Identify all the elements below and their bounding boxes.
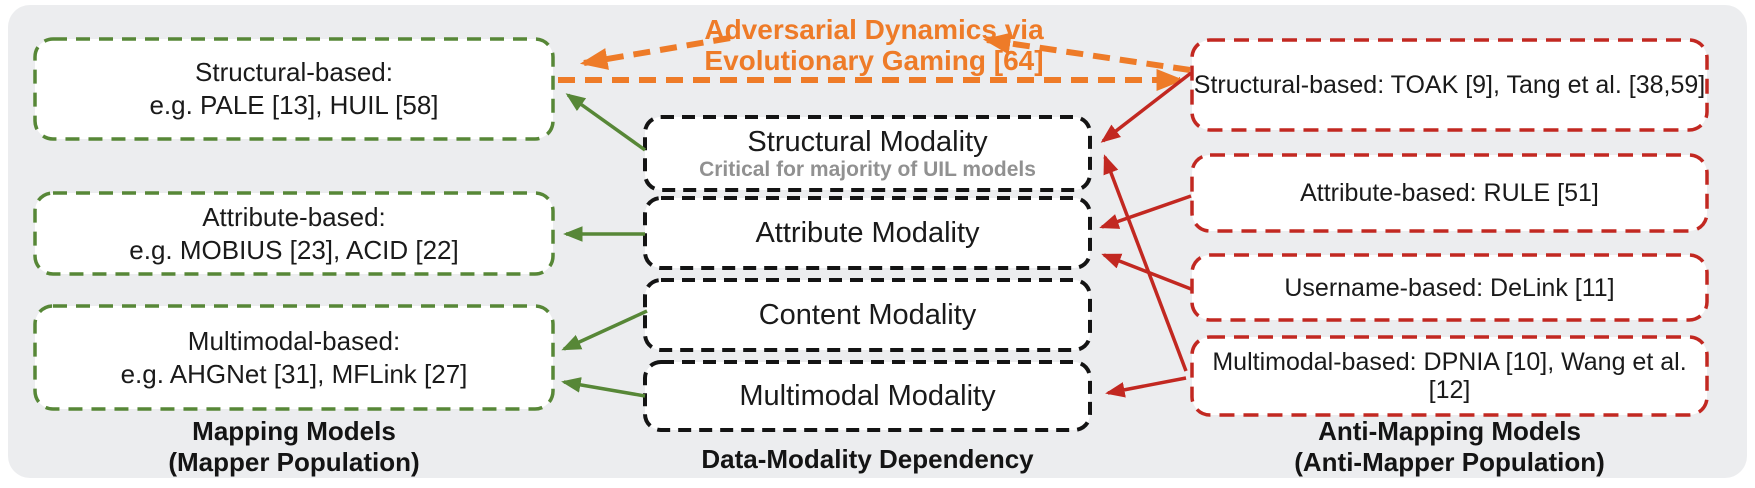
- adversarial-dynamics-label: Adversarial Dynamics via Evolutionary Ga…: [674, 13, 1074, 77]
- anti-mapper-username-box: Username-based: DeLink [11]: [1192, 255, 1707, 320]
- mapper-multimodal-box-line2: e.g. AHGNet [31], MFLink [27]: [120, 358, 468, 389]
- mapper-attribute-box-line1: Attribute-based:: [202, 201, 386, 232]
- arrow-anti-multimodal-to-structural-modality: [1103, 154, 1188, 372]
- adversarial-dynamics-label-line2: Evolutionary Gaming [64]: [704, 45, 1044, 76]
- arrow-adversarial-antimapper-to-label: [982, 32, 1191, 73]
- arrow-content-modality-to-mapper-multimodal: [561, 309, 648, 351]
- mapper-structural-box-line1: Structural-based:: [195, 57, 393, 87]
- anti-mapper-username-label: Username-based: DeLink [11]: [1284, 273, 1615, 302]
- anti-mapper-column-caption: Anti-Mapping Models (Anti-Mapper Populat…: [1192, 416, 1707, 478]
- anti-mapper-column-caption-line2: (Anti-Mapper Population): [1294, 447, 1605, 477]
- mapper-multimodal-box: Multimodal-based: e.g. AHGNet [31], MFLi…: [35, 306, 553, 409]
- anti-mapper-structural-label: Structural-based: TOAK [9], Tang et al. …: [1193, 71, 1706, 99]
- adversarial-dynamics-label-line1: Adversarial Dynamics via: [704, 14, 1044, 45]
- modality-structural-note: Critical for majority of UIL models: [699, 157, 1036, 181]
- modality-attribute-label: Attribute Modality: [755, 217, 980, 249]
- modality-attribute-box: Attribute Modality: [645, 198, 1090, 268]
- modality-column-caption: Data-Modality Dependency: [645, 443, 1090, 475]
- arrow-anti-multimodal-to-multimodal-modality: [1105, 376, 1187, 398]
- modality-structural-box-outline: [643, 115, 1092, 192]
- anti-mapper-username-box-outline: [1190, 253, 1709, 322]
- mapper-attribute-box-outline: [33, 191, 555, 276]
- arrow-anti-structural-to-structural-modality: [1100, 71, 1193, 143]
- anti-mapper-attribute-box: Attribute-based: RULE [51]: [1192, 155, 1707, 231]
- arrow-anti-attribute-to-attribute-modality: [1099, 194, 1192, 229]
- modality-column-caption-text: Data-Modality Dependency: [701, 443, 1034, 474]
- modality-multimodal-box: Multimodal Modality: [645, 362, 1090, 430]
- arrow-multimodal-modality-to-mapper-multimodal: [561, 377, 646, 398]
- anti-mapper-multimodal-box-outline: [1190, 335, 1709, 417]
- modality-content-box: Content Modality: [645, 280, 1090, 350]
- anti-mapper-multimodal-label: Multimodal-based: DPNIA [10], Wang et al…: [1212, 348, 1687, 404]
- modality-structural-label: Structural Modality: [747, 125, 988, 158]
- mapper-attribute-box: Attribute-based: e.g. MOBIUS [23], ACID …: [35, 193, 553, 274]
- anti-mapper-column-caption-line1: Anti-Mapping Models: [1318, 416, 1581, 446]
- mapper-structural-box: Structural-based: e.g. PALE [13], HUIL […: [35, 39, 553, 139]
- mapper-structural-box-line2: e.g. PALE [13], HUIL [58]: [149, 90, 439, 120]
- anti-mapper-attribute-box-outline: [1190, 153, 1709, 233]
- anti-mapper-multimodal-box: Multimodal-based: DPNIA [10], Wang et al…: [1192, 337, 1707, 415]
- modality-structural-box: Structural Modality Critical for majorit…: [645, 117, 1090, 190]
- arrow-anti-username-to-attribute-modality: [1101, 253, 1192, 291]
- mapper-column-caption-line2: (Mapper Population): [168, 447, 420, 477]
- modality-content-label: Content Modality: [758, 299, 977, 331]
- mapper-structural-box-outline: [33, 37, 555, 141]
- mapper-multimodal-box-outline: [33, 304, 555, 411]
- modality-content-box-outline: [643, 278, 1092, 352]
- arrow-structural-modality-to-mapper-structural: [565, 93, 647, 152]
- anti-mapper-structural-box-outline: [1190, 38, 1709, 132]
- anti-mapper-structural-box: Structural-based: TOAK [9], Tang et al. …: [1192, 40, 1707, 130]
- mapper-column-caption: Mapping Models (Mapper Population): [35, 416, 553, 478]
- arrow-adversarial-to-mapper: [579, 35, 731, 70]
- mapper-column-caption-line1: Mapping Models: [192, 416, 396, 446]
- mapper-multimodal-box-line1: Multimodal-based:: [187, 325, 401, 356]
- modality-multimodal-label: Multimodal Modality: [739, 380, 996, 412]
- anti-mapper-attribute-label: Attribute-based: RULE [51]: [1300, 179, 1599, 207]
- mapper-attribute-box-line2: e.g. MOBIUS [23], ACID [22]: [129, 234, 459, 265]
